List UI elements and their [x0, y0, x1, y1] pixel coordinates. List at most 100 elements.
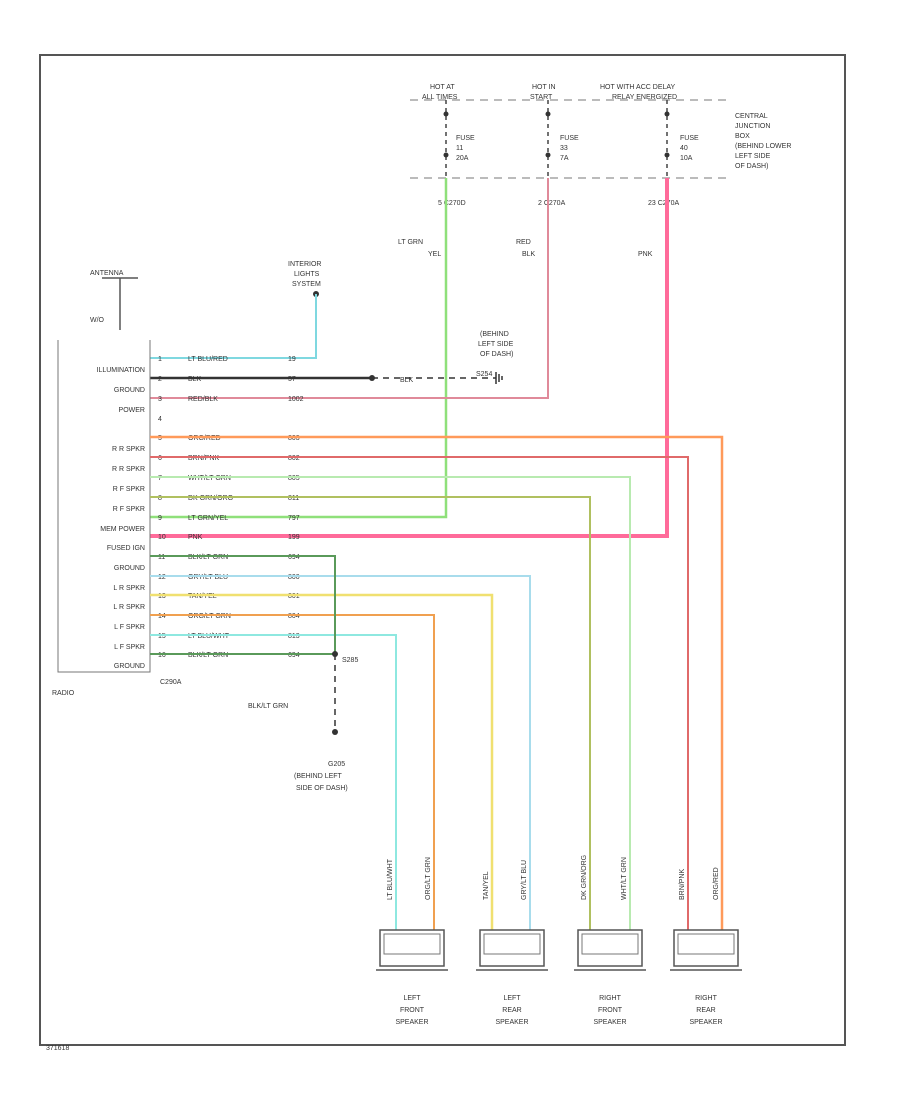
wire-blk-lt-grn-1	[150, 555, 336, 652]
wire-tan-yel	[150, 593, 494, 930]
fuse-40: FUSE 40 10A	[664, 100, 699, 178]
svg-text:BOX: BOX	[735, 133, 750, 140]
speaker-name: LEFT	[403, 995, 421, 1002]
pin-number: 3	[158, 396, 162, 403]
circuit-number: 811	[288, 495, 299, 502]
hot-label-2a: HOT IN	[532, 84, 556, 91]
svg-text:(BEHIND: (BEHIND	[480, 331, 509, 338]
wire-dk-grn-org	[150, 496, 591, 930]
pin-number: 5	[158, 435, 162, 442]
speaker-name: SPEAKER	[689, 1019, 722, 1026]
wire-red-blk	[150, 178, 549, 399]
terminal-label: R F SPKR	[113, 506, 145, 513]
svg-text:SIDE OF DASH): SIDE OF DASH)	[296, 785, 348, 792]
wire-color-label: ORG/RED	[188, 435, 221, 442]
feed-wire-1a: LT GRN	[398, 239, 423, 246]
speaker-wire-label: LT BLU/WHT	[387, 858, 394, 900]
wire-color-label: TAN/YEL	[188, 593, 217, 600]
fuse-33: FUSE 33 7A	[545, 100, 579, 178]
terminal-label: L F SPKR	[114, 644, 145, 651]
svg-text:JUNCTION: JUNCTION	[735, 123, 770, 130]
circuit-number: 813	[288, 633, 300, 640]
hot-label-3b: RELAY ENERGIZED	[612, 94, 677, 101]
hot-label-3a: HOT WITH ACC DELAY	[600, 84, 676, 91]
hot-label-1a: HOT AT	[430, 84, 455, 91]
hot-label-2b: START	[530, 94, 553, 101]
terminal-label: ILLUMINATION	[97, 367, 146, 374]
speaker-body	[479, 929, 545, 967]
terminal-label: L R SPKR	[113, 604, 145, 611]
speaker-cone	[677, 933, 735, 955]
circuit-number: 694	[288, 554, 300, 561]
wire-color-label: BRN/PNK	[188, 455, 219, 462]
svg-text:ANTENNA: ANTENNA	[90, 270, 124, 277]
circuit-number: 1002	[288, 396, 304, 403]
wire-color-label: BLK	[188, 376, 202, 383]
pin-number: 10	[158, 534, 166, 541]
svg-text:(BEHIND LOWER: (BEHIND LOWER	[735, 143, 791, 150]
circuit-number: 199	[288, 534, 300, 541]
svg-text:OF DASH): OF DASH)	[480, 351, 513, 358]
speaker-name: SPEAKER	[395, 1019, 428, 1026]
wire-color-label: ORG/LT GRN	[188, 613, 231, 620]
wire-org-lt-grn	[150, 614, 435, 930]
blk-splice-dot	[369, 375, 375, 381]
circuit-number: 804	[288, 613, 300, 620]
central-junction-label: CENTRAL JUNCTION BOX (BEHIND LOWER LEFT …	[735, 113, 791, 170]
wire-lt-blu-wht	[150, 634, 397, 930]
speaker-name: FRONT	[400, 1007, 425, 1014]
speaker-name: RIGHT	[599, 995, 622, 1002]
circuit-number: 802	[288, 455, 300, 462]
svg-text:10A: 10A	[680, 155, 693, 162]
wire-color-label: BLK/LT GRN	[188, 554, 228, 561]
terminal-label: R R SPKR	[112, 446, 145, 453]
svg-text:33: 33	[560, 145, 568, 152]
svg-text:CENTRAL: CENTRAL	[735, 113, 768, 120]
pin-number: 11	[158, 554, 165, 561]
pin-number: 9	[158, 515, 162, 522]
svg-text:SYSTEM: SYSTEM	[292, 281, 321, 288]
pin-number: 12	[158, 574, 166, 581]
radio-label: RADIO	[52, 690, 75, 697]
svg-text:LEFT SIDE: LEFT SIDE	[735, 153, 771, 160]
speaker-name: SPEAKER	[495, 1019, 528, 1026]
terminal-label: MEM POWER	[100, 526, 145, 533]
circuit-number: 805	[288, 475, 300, 482]
svg-text:FUSE: FUSE	[680, 135, 699, 142]
radio-connector: C290A	[160, 679, 182, 686]
ground-symbol-top	[495, 372, 503, 384]
svg-text:FUSE: FUSE	[456, 135, 475, 142]
svg-text:LIGHTS: LIGHTS	[294, 271, 320, 278]
circuit-number: 801	[288, 593, 300, 600]
pin-number: 4	[158, 416, 162, 423]
speaker-wire-label: BRN/PNK	[679, 869, 686, 900]
pin-number: 16	[158, 652, 166, 659]
circuit-number: 694	[288, 652, 300, 659]
terminal-label: FUSED IGN	[107, 545, 145, 552]
feed-wire-3: PNK	[638, 251, 653, 258]
wire-brn-pnk	[150, 456, 689, 930]
wire-org-red	[150, 435, 724, 930]
speaker-wire-label: WHT/LT GRN	[621, 857, 628, 900]
wire-lt-blu-red	[150, 294, 317, 359]
terminal-label: GROUND	[114, 565, 145, 572]
speaker-name: REAR	[696, 1007, 715, 1014]
circuit-number: 803	[288, 435, 300, 442]
circuit-number: 797	[288, 515, 300, 522]
pin-number: 14	[158, 613, 166, 620]
wire-color-label: GRY/LT BLU	[188, 574, 228, 581]
terminal-label: L R SPKR	[113, 585, 145, 592]
speaker-body	[577, 929, 643, 967]
pin-number: 8	[158, 495, 162, 502]
wire-color-label: LT BLU/WHT	[188, 633, 230, 640]
wire-color-label: PNK	[188, 534, 203, 541]
svg-text:OF DASH): OF DASH)	[735, 163, 768, 170]
interior-lights-system: INTERIOR LIGHTS SYSTEM	[288, 261, 321, 297]
wire-color-label: BLK/LT GRN	[188, 652, 228, 659]
svg-text:S254: S254	[476, 371, 492, 378]
speaker-name: REAR	[502, 1007, 521, 1014]
pin-number: 15	[158, 633, 166, 640]
